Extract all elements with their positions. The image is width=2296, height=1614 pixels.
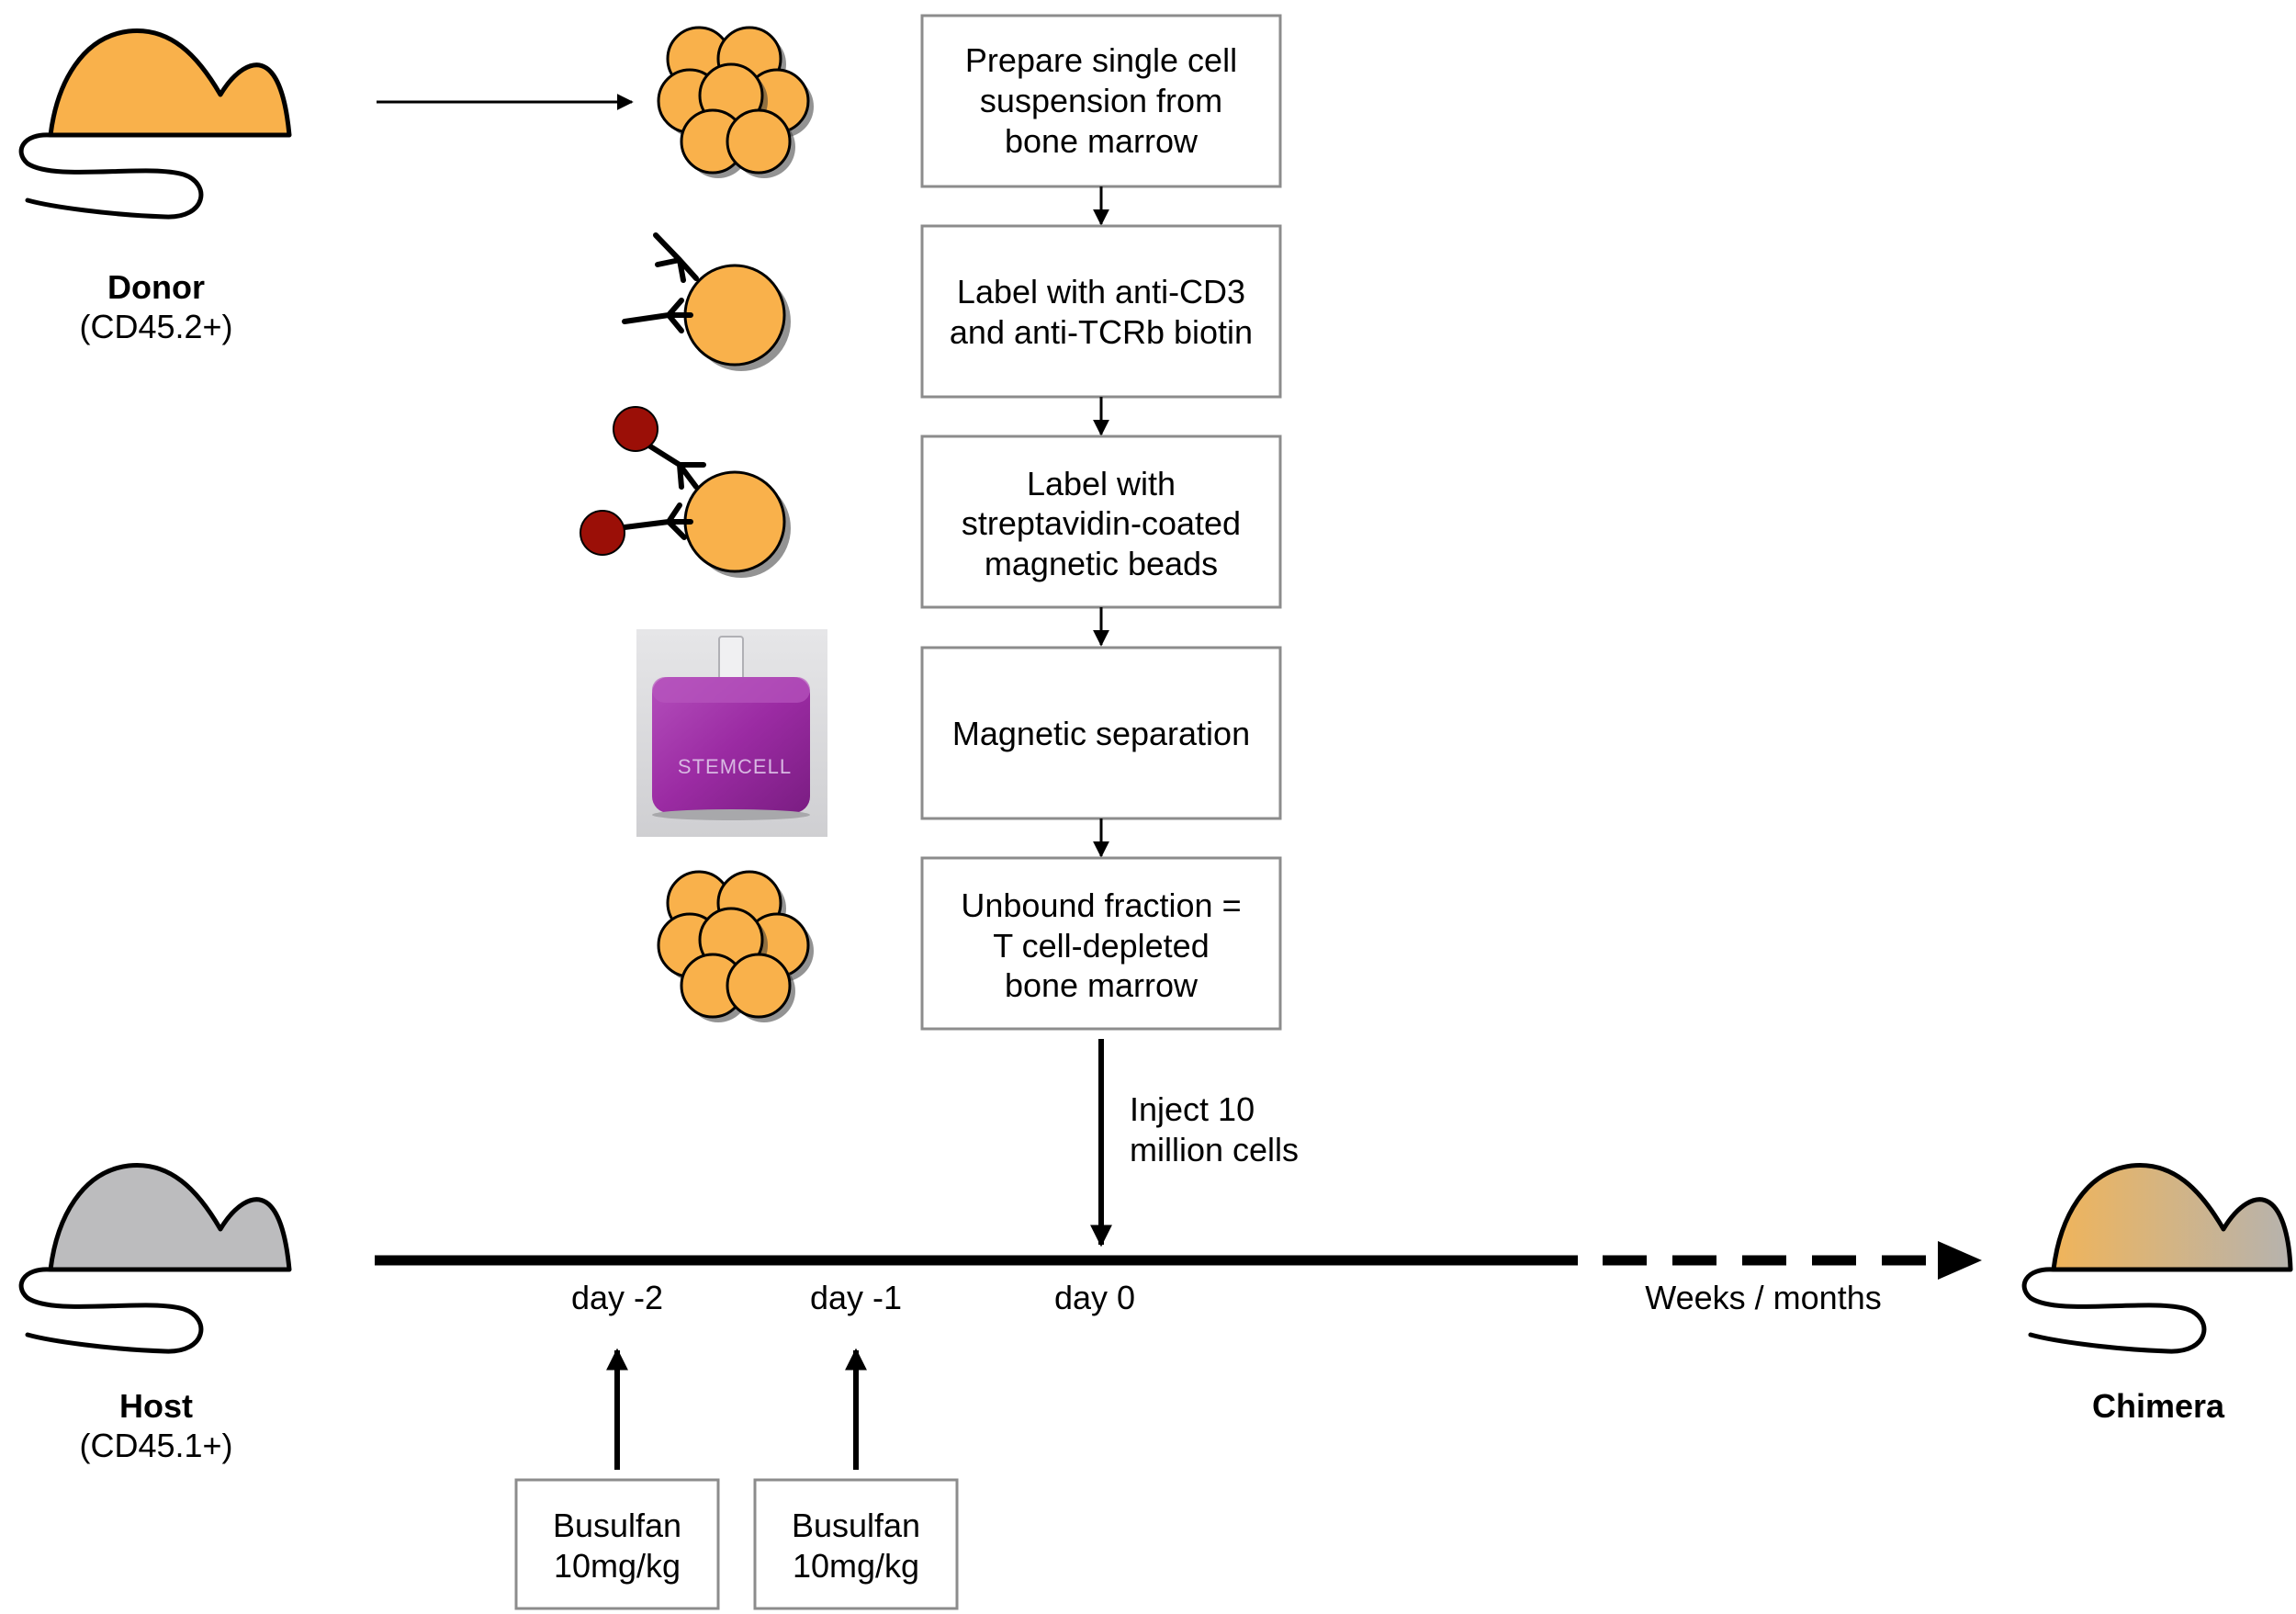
step-5-line-1: Unbound fraction =: [961, 886, 1241, 924]
busulfan-1-line-1: Busulfan: [553, 1507, 681, 1544]
timeline-day-0: day 0: [1054, 1279, 1135, 1316]
donor-mouse-body: [48, 28, 292, 138]
donor-subtitle: (CD45.2+): [79, 308, 232, 345]
host-mouse-tail: [18, 1267, 204, 1354]
magnetic-bead-icon: [613, 406, 658, 452]
magnet-device-image: STEMCELL: [636, 629, 827, 837]
donor-title: Donor: [107, 268, 205, 306]
chimera-mouse-icon: [2021, 1162, 2293, 1354]
injection-line-2: million cells: [1130, 1131, 1299, 1168]
host-subtitle: (CD45.1+): [79, 1427, 232, 1464]
step-2-line-2: and anti-TCRb biotin: [950, 313, 1253, 351]
chimera-mouse-body: [2051, 1162, 2293, 1272]
timeline-later-label: Weeks / months: [1645, 1279, 1881, 1316]
step-1-line-2: suspension from: [980, 82, 1222, 119]
step-3-line-1: Label with: [1027, 465, 1176, 502]
injection-line-1: Inject 10: [1130, 1090, 1255, 1128]
host-mouse-body: [48, 1162, 292, 1272]
timeline-arrowhead: [1938, 1241, 1982, 1280]
step-box-2: Label with anti-CD3 and anti-TCRb biotin: [920, 224, 1282, 399]
chimera-title: Chimera: [2092, 1387, 2225, 1425]
host-title: Host: [119, 1387, 193, 1425]
antibody-icon: [614, 442, 706, 540]
depleted-cell-cluster: [657, 870, 816, 1024]
step-box-1: Prepare single cell suspension from bone…: [920, 14, 1282, 188]
antibody-icon: [622, 232, 699, 333]
step-3-line-2: streptavidin-coated: [962, 504, 1241, 542]
bone-marrow-cell-cluster: [657, 26, 816, 180]
step-1-line-3: bone marrow: [1005, 122, 1199, 160]
step-4-line-1: Magnetic separation: [952, 715, 1250, 752]
magnetic-bead-icon: [580, 510, 625, 556]
donor-mouse-icon: [18, 28, 292, 220]
step-1-line-1: Prepare single cell: [965, 41, 1237, 79]
donor-mouse-tail: [18, 132, 204, 220]
step-box-5: Unbound fraction = T cell-depleted bone …: [920, 856, 1282, 1031]
timeline: [375, 1241, 1982, 1280]
step-5-line-2: T cell-depleted: [993, 927, 1209, 965]
busulfan-box-1: Busulfan 10mg/kg: [514, 1478, 720, 1610]
timeline-day-minus-1: day -1: [810, 1279, 902, 1316]
step-box-4: Magnetic separation: [920, 646, 1282, 820]
step-3-line-3: magnetic beads: [985, 545, 1218, 582]
chimera-mouse-tail: [2021, 1267, 2207, 1354]
host-mouse-icon: [18, 1162, 292, 1354]
step-5-line-3: bone marrow: [1005, 966, 1199, 1004]
antibody-labeled-cell: [622, 232, 793, 373]
bead-labeled-cell: [580, 406, 793, 580]
busulfan-2-line-2: 10mg/kg: [793, 1547, 919, 1585]
busulfan-2-line-1: Busulfan: [792, 1507, 920, 1544]
step-box-3: Label with streptavidin-coated magnetic …: [920, 435, 1282, 609]
busulfan-1-line-2: 10mg/kg: [554, 1547, 681, 1585]
timeline-day-minus-2: day -2: [571, 1279, 663, 1316]
magnet-brand: STEMCELL: [678, 755, 792, 778]
busulfan-box-2: Busulfan 10mg/kg: [753, 1478, 959, 1610]
step-2-line-1: Label with anti-CD3: [957, 273, 1245, 310]
